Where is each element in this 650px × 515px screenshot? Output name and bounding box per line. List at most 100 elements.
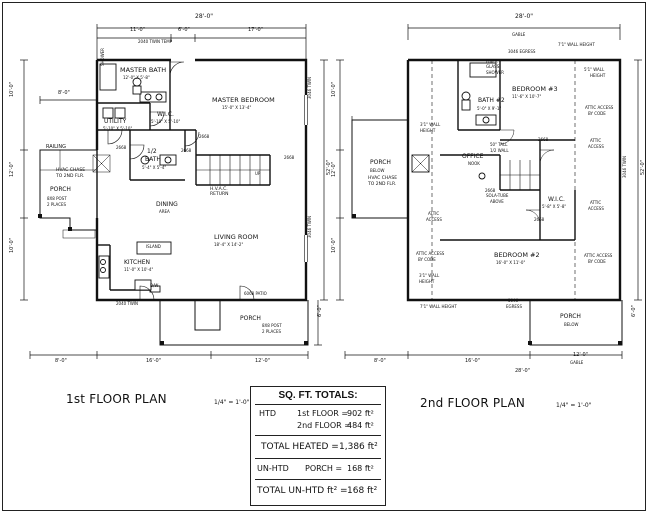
plan-label: 2668 (538, 137, 549, 142)
plan-label: 8X8 POST (262, 323, 282, 328)
plan-label: 5'-4" X 5'-4" (142, 165, 167, 170)
plan-label: 5'1" WALL (584, 67, 605, 72)
divider (255, 404, 381, 405)
plan-label: HEIGHT (590, 73, 606, 78)
plan-label: EGRESS (506, 304, 523, 309)
plan-label: LIVING ROOM (214, 232, 259, 241)
plan-label: BY CODE (418, 257, 436, 262)
plan-label: ISLAND (146, 244, 161, 249)
divider (255, 479, 381, 480)
plan-label: 3046 (508, 298, 519, 303)
plan-label: BELOW (370, 168, 385, 173)
plan-label: FIBER (486, 59, 498, 64)
plan-label: 1/2 WALL (490, 148, 509, 153)
first-floor-label: 1st FLOOR = (297, 409, 349, 418)
plan-label: BELOW (564, 322, 579, 327)
plan-label: ATTIC (590, 200, 602, 205)
plan-label: 7'1" WALL HEIGHT (558, 42, 595, 47)
plan-label: 8'-0" (55, 358, 67, 364)
first-floor-value: 902 ft² (347, 409, 374, 418)
unhtd-label: UN-HTD (257, 464, 289, 473)
plan-label: 6068 PATIO (244, 291, 267, 296)
plan-label: 2668 (181, 148, 192, 153)
plan-label: UTILITY (104, 118, 127, 125)
plan-label: 2668 (534, 217, 545, 222)
plan-label: NOOK (468, 161, 480, 166)
plan-label: PORCH (240, 315, 261, 322)
plan-label: DINING (156, 201, 178, 208)
plan-label: W.I.C. (157, 111, 174, 118)
plan-label: H.V.A.C. (210, 186, 228, 192)
totals-title: SQ. FT. TOTALS: (278, 390, 358, 401)
first-floor-caption: 1st FLOOR PLAN (66, 392, 167, 406)
plan-label: PORCH (370, 159, 391, 166)
plan-label: BEDROOM #2 (494, 250, 540, 259)
plan-label: PORCH (50, 186, 71, 193)
total-unhtd-value: 168 ft² (347, 486, 378, 496)
plan-label: MASTER BATH (120, 65, 167, 74)
plan-label: ATTIC (590, 138, 602, 143)
plan-label: 12'-0" (331, 161, 337, 177)
plan-label: 3'1" WALL (419, 273, 440, 278)
plan-label: HEIGHT (420, 128, 436, 133)
plan-label: TO 2ND FLR. (56, 173, 85, 179)
plan-label: 17'-0" (248, 27, 264, 33)
plan-label: RAILING (46, 144, 67, 150)
plan-label: KITCHEN (124, 259, 150, 266)
plan-label: 3046 TWIN (307, 215, 312, 238)
plan-label: 5'-10" X 5'-10" (103, 126, 133, 131)
plan-label: 16'-0" X 11'-0" (496, 260, 526, 265)
plan-label: 2040 TWIN TEMP (138, 39, 173, 44)
plan-label: TO 2ND FLR. (368, 181, 397, 187)
plan-label: 5'-8" X 5'-8" (542, 204, 567, 209)
plan-label: ATTIC ACCESS (416, 251, 445, 256)
plan-label: 10'-0" (9, 81, 15, 97)
plan-label: 16'-0" (465, 358, 481, 364)
plan-label: 12'-0" X 5'-8" (123, 75, 150, 80)
plan-label: ABOVE (490, 199, 504, 204)
plan-label: 15'-0" X 13'-4" (222, 105, 252, 110)
plan-label: 6'-0" (317, 305, 323, 317)
plan-label: 8'-0" (374, 358, 386, 364)
plan-label: 3'1" WALL (420, 122, 441, 127)
plan-label: 8X8 POST (47, 196, 67, 201)
plan-label: ACCESS (426, 217, 442, 222)
plan-label: GABLE (512, 32, 526, 37)
plan-label: 18'-4" X 14'-2" (214, 242, 244, 247)
plan-label: BATH (145, 156, 161, 163)
plan-label: 1/2 (147, 148, 157, 155)
plan-label: SHOWER (100, 48, 105, 66)
plan-label: SOLA-TUBE (486, 193, 509, 198)
plan-label: 7'1" WALL HEIGHT (420, 304, 457, 309)
plan-label: 2 PLACES (262, 329, 282, 334)
second-floor-caption: 2nd FLOOR PLAN (420, 396, 526, 410)
plan-label: 12'-0" (255, 358, 271, 364)
plan-label: AREA (159, 209, 170, 214)
sq-ft-totals-box: SQ. FT. TOTALS: HTD 1st FLOOR = 902 ft² … (250, 386, 386, 506)
plan-label: 11'-0" X 10'-4" (124, 267, 154, 272)
plan-label: W.I.C. (548, 196, 565, 203)
plan-label: 11'-6" X 10'-7" (512, 94, 542, 99)
plan-label: ATTIC (428, 211, 440, 216)
plan-label: 6'-0" (631, 305, 637, 317)
plan-label: 2668 (199, 134, 210, 139)
plan-label: ATTIC ACCESS (585, 105, 614, 110)
plan-label: 28'-0" (515, 368, 531, 374)
plan-label: 3046 TWIN (307, 76, 312, 99)
plan-label: MASTER BEDROOM (212, 95, 275, 104)
plan-label: GABLE (570, 360, 584, 365)
plan-label: RETURN (210, 191, 229, 197)
plan-label: UP (255, 171, 261, 176)
second-floor-label: 2nd FLOOR = (297, 421, 351, 430)
plan-label: 8'-0" (58, 90, 70, 96)
divider (255, 435, 381, 436)
plan-label: PORCH (560, 313, 581, 320)
plan-label: 3046 EGRESS (508, 49, 536, 54)
plan-label: 5'-10" X 5'-10" (151, 119, 181, 124)
plan-label: 2668 (116, 145, 127, 150)
plan-label: 10'-0" (331, 237, 337, 253)
porch-label: PORCH = (305, 464, 343, 473)
total-unhtd-label: TOTAL UN-HTD ft² = (257, 486, 348, 496)
plan-label: 52'-0" (640, 159, 646, 175)
